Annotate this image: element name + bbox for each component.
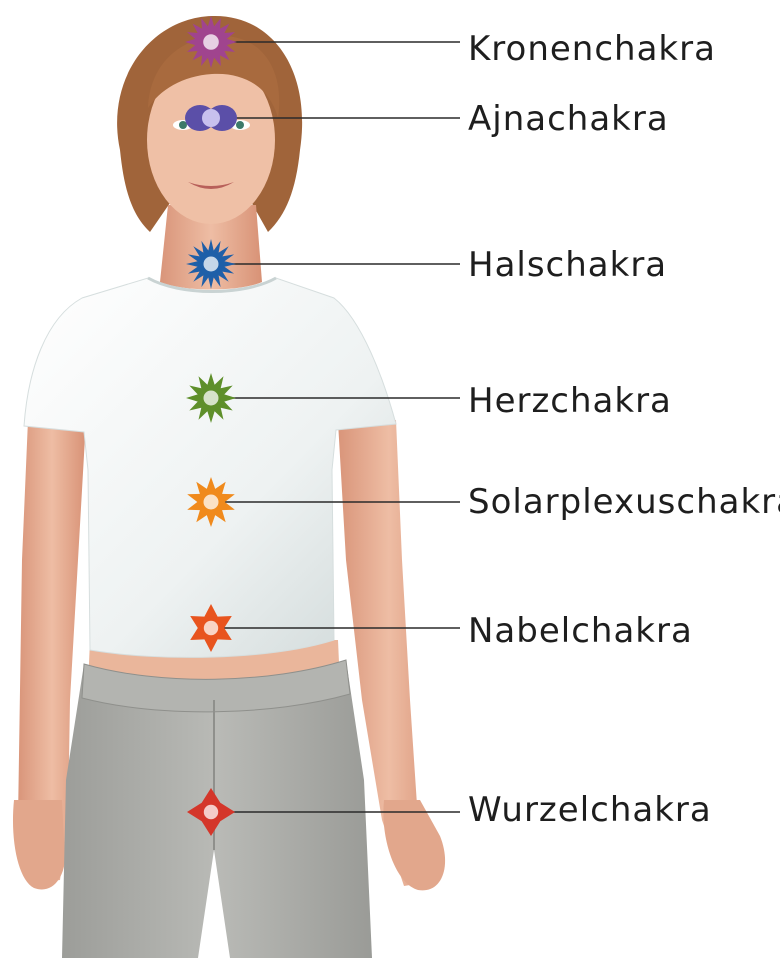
- label-wurzelchakra: Wurzelchakra: [468, 793, 712, 827]
- label-kronenchakra: Kronenchakra: [468, 32, 716, 66]
- label-ajnachakra: Ajnachakra: [468, 102, 669, 136]
- label-halschakra: Halschakra: [468, 248, 667, 282]
- label-herzchakra: Herzchakra: [468, 384, 672, 418]
- label-solarplexuschakra: Solarplexuschakra: [468, 485, 780, 519]
- kronenchakra-symbol: [185, 16, 237, 68]
- halschakra-symbol: [186, 239, 236, 289]
- label-nabelchakra: Nabelchakra: [468, 614, 693, 648]
- herzchakra-symbol: [186, 373, 236, 423]
- ajnachakra-symbol: [185, 105, 237, 131]
- wurzelchakra-symbol: [187, 788, 235, 836]
